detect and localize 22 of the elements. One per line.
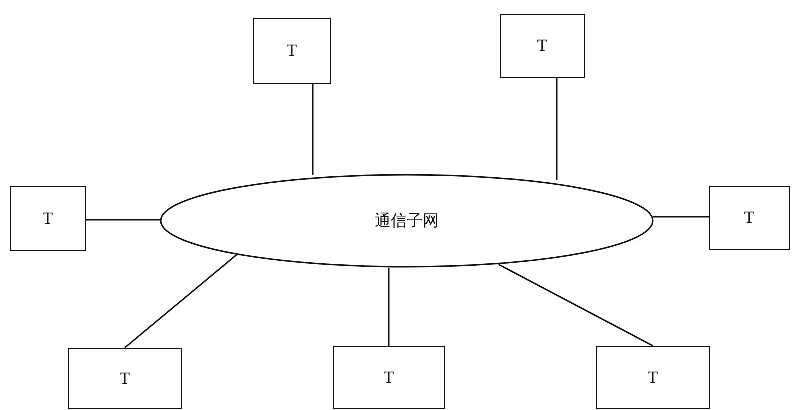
connector-line [124, 254, 238, 349]
terminal-box [253, 18, 331, 84]
terminal-label: T [648, 368, 658, 388]
connector-line [556, 78, 558, 180]
terminal-label: T [744, 208, 755, 228]
terminal-label: T [120, 368, 130, 388]
connector-line [388, 268, 390, 346]
terminal-box [596, 346, 710, 409]
terminal-label: T [384, 368, 394, 388]
terminal-label: T [537, 36, 548, 56]
connector-line [498, 264, 654, 347]
connector-line [86, 219, 160, 221]
terminal-box [709, 186, 790, 250]
terminal-box [500, 14, 585, 78]
network-label: 通信子网 [375, 210, 439, 232]
terminal-box [10, 186, 86, 251]
connector-line [653, 216, 709, 218]
terminal-box [68, 348, 182, 409]
terminal-label: T [286, 41, 298, 61]
connector-line [312, 84, 314, 175]
terminal-box [333, 346, 445, 409]
terminal-label: T [42, 208, 54, 228]
